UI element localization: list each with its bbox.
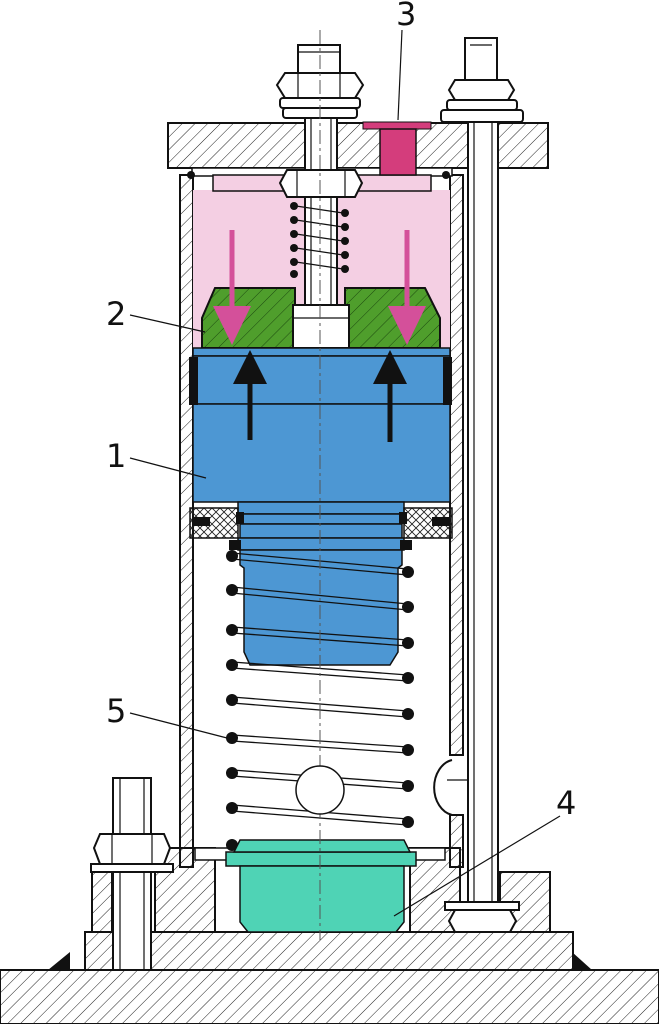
cylinder-wall xyxy=(179,174,470,868)
guide-ring xyxy=(189,507,453,550)
spring-wire-section xyxy=(226,550,238,562)
arrow-up-icon xyxy=(373,350,407,442)
ground-base xyxy=(0,931,659,1024)
spring-wire-section xyxy=(226,659,238,671)
spring-wire-section xyxy=(402,601,414,613)
spring-wire-section xyxy=(226,732,238,744)
callout-1: 1 xyxy=(106,437,126,475)
spring-wire-section xyxy=(226,802,238,814)
arrow-down-icon xyxy=(388,230,426,345)
spring-wire-section xyxy=(402,816,414,828)
spring-wire-section xyxy=(226,839,238,851)
callout-3: 3 xyxy=(396,0,416,33)
arrow-down-icon xyxy=(213,230,251,345)
spring-wire-section xyxy=(402,566,414,578)
spring-wire-section xyxy=(226,584,238,596)
callout-4: 4 xyxy=(556,784,576,822)
spring-wire-section xyxy=(402,744,414,756)
piston xyxy=(189,347,452,666)
spring-coil-line xyxy=(231,586,409,605)
spring-wire-section xyxy=(402,780,414,792)
spring-wire-section xyxy=(402,708,414,720)
spring-wire-section xyxy=(226,694,238,706)
left-bolt xyxy=(90,777,174,971)
spring-coil-line xyxy=(231,740,409,754)
spring-wire-section xyxy=(402,637,414,649)
base-plug xyxy=(225,839,417,933)
inspection-window xyxy=(295,765,345,815)
spring-coil-line xyxy=(231,592,409,611)
callout-2: 2 xyxy=(106,295,126,333)
arrow-up-icon xyxy=(233,350,267,440)
seal-ring xyxy=(201,287,441,349)
return-spring xyxy=(226,550,414,851)
pressure-arrows xyxy=(213,230,426,442)
spring-wire-section xyxy=(226,767,238,779)
inlet-port xyxy=(362,121,432,176)
spring-wire-section xyxy=(402,672,414,684)
callout-5: 5 xyxy=(106,692,126,730)
callout-leaders xyxy=(129,29,561,917)
spring-wire-section xyxy=(226,624,238,636)
right-tie-rod xyxy=(440,37,524,933)
spring-coil-line xyxy=(231,696,409,712)
